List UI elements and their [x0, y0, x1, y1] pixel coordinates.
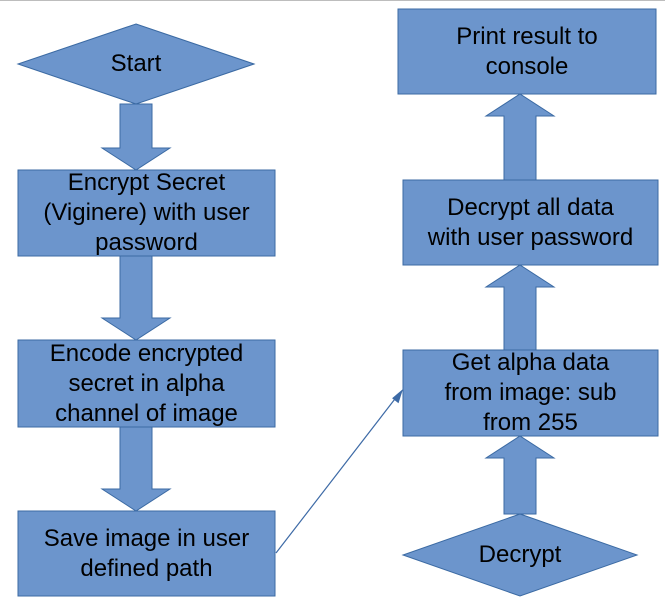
top-border	[0, 0, 665, 1]
arrow-get-alpha-to-decrypt-all	[484, 264, 556, 351]
encode-secret-box	[17, 339, 276, 428]
decrypt-diamond	[401, 513, 639, 597]
arrow-start-to-encrypt	[100, 103, 172, 171]
start-diamond	[16, 23, 256, 105]
arrow-encrypt-to-encode	[100, 255, 172, 341]
decrypt-all-box	[402, 179, 659, 266]
connector-save-to-get-alpha	[275, 394, 399, 554]
encrypt-secret-box	[17, 169, 276, 257]
arrow-decrypt-all-to-print	[484, 93, 556, 181]
get-alpha-box	[402, 349, 659, 437]
arrow-encode-to-save	[100, 426, 172, 512]
print-result-box	[397, 8, 657, 95]
arrow-decrypt-to-get-alpha	[484, 435, 556, 515]
save-image-box	[17, 510, 276, 597]
connector-arrowhead	[392, 389, 403, 404]
